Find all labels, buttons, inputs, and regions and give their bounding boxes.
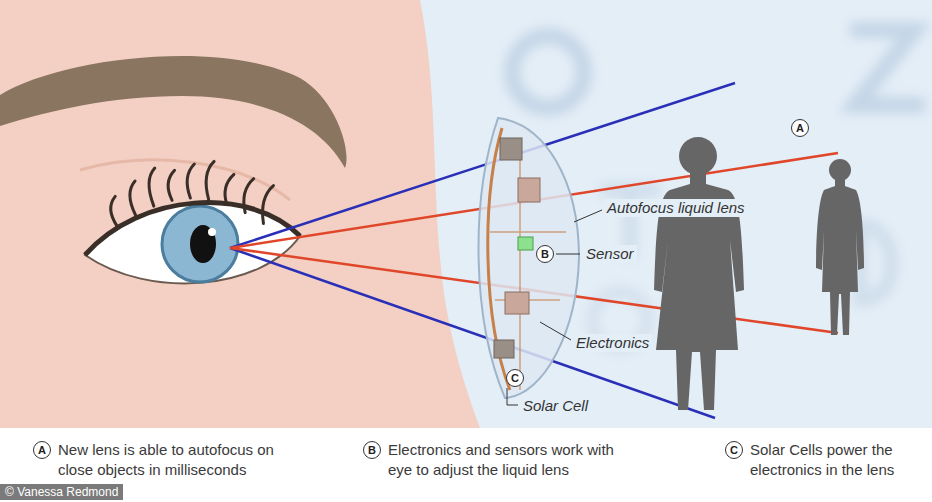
- child-silhouette: [816, 159, 864, 335]
- watermark: © Vanessa Redmond: [0, 484, 123, 500]
- eyelashes: [111, 161, 274, 226]
- electronics-chip: [505, 292, 529, 314]
- contact-lens: [479, 118, 579, 398]
- part-label: Sensor: [583, 245, 637, 263]
- callout-letter: A: [796, 123, 804, 134]
- eye-highlight: [208, 228, 216, 236]
- callout-circle: A: [791, 119, 809, 137]
- light-rays: [230, 83, 838, 418]
- background: [0, 0, 932, 428]
- caption-text: Solar Cells power the electronics in the…: [750, 440, 928, 481]
- part-label: Solar Cell: [520, 397, 591, 415]
- sensor-chip: [518, 237, 533, 250]
- callout-letter: B: [541, 249, 549, 260]
- pupil: [190, 225, 216, 263]
- caption-band: [0, 428, 932, 502]
- eyelid-crease: [80, 160, 290, 200]
- caption-text: Electronics and sensors work with eye to…: [388, 440, 638, 481]
- iris: [162, 206, 238, 282]
- face-skin: [0, 0, 480, 428]
- eyebrow: [0, 56, 347, 168]
- upper-lid: [85, 203, 300, 255]
- callout-circle: B: [536, 245, 554, 263]
- part-label: Electronics: [573, 334, 652, 352]
- leader-lines: [507, 210, 602, 405]
- chip: [518, 178, 540, 202]
- callout-letter: C: [730, 445, 738, 456]
- chip: [500, 138, 522, 160]
- callout-letter: B: [368, 445, 376, 456]
- adult-silhouette: [654, 137, 744, 410]
- solar-cell: [494, 340, 514, 358]
- callout-circle: C: [506, 369, 524, 387]
- callout-circle: A: [33, 441, 51, 459]
- callout-letter: A: [38, 445, 46, 456]
- callout-letter: C: [511, 373, 519, 384]
- callout-circle: B: [363, 441, 381, 459]
- caption-text: New lens is able to autofocus on close o…: [58, 440, 308, 481]
- part-label: Autofocus liquid lens: [604, 199, 748, 217]
- callout-circle: C: [725, 441, 743, 459]
